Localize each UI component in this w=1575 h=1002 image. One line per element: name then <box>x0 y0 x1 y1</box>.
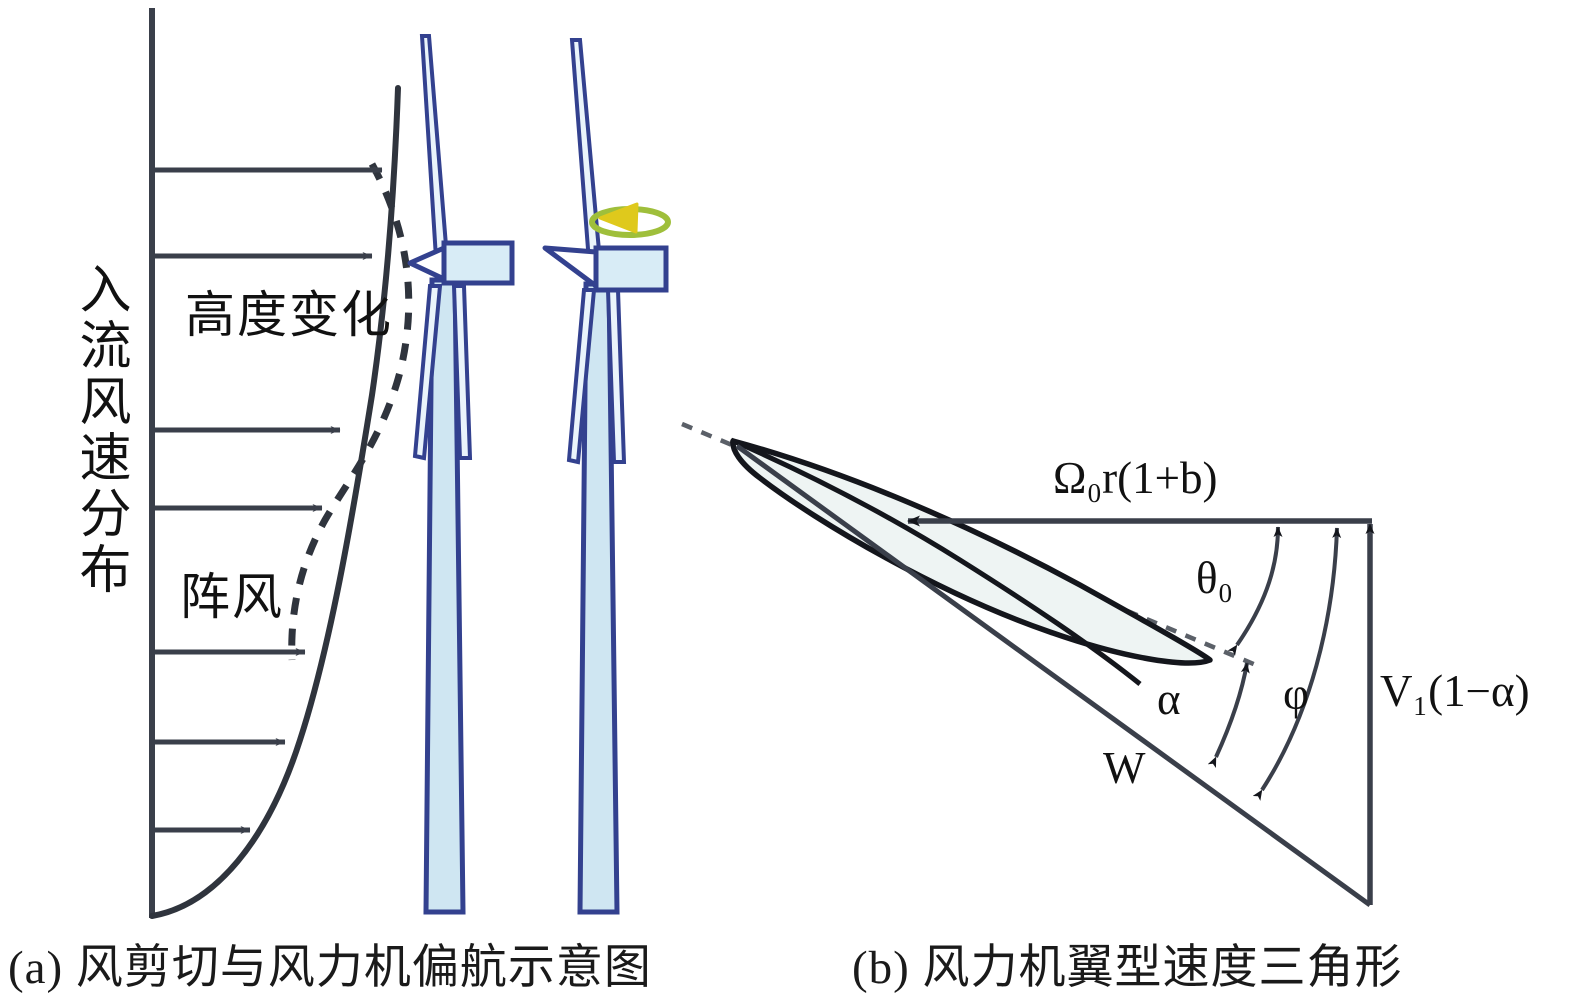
panel-a-group <box>149 8 671 919</box>
turbine-1-blade-lower-right <box>451 284 473 460</box>
wind-shear-profile-curve <box>149 85 401 919</box>
angle-of-attack-label: α <box>1157 674 1181 724</box>
pitch-angle-arc <box>1227 526 1283 656</box>
inflow-profile-label: 入流风速分布 <box>71 262 128 598</box>
caption-panel-a: (a) 风剪切与风力机偏航示意图 <box>8 942 652 994</box>
tangential-velocity-label: Ω₀r(1+b) <box>1053 453 1218 503</box>
relative-velocity-label: W <box>1103 743 1146 793</box>
angle-of-attack-arc <box>1207 662 1250 768</box>
wind-turbine-2 <box>542 38 669 915</box>
gust-profile-curve <box>288 162 413 661</box>
panel-b-group <box>681 421 1375 908</box>
caption-panel-b: (b) 风力机翼型速度三角形 <box>852 942 1403 994</box>
inflow-angle-arc <box>1252 527 1342 801</box>
wind-turbine-1 <box>407 34 515 915</box>
turbine-1-nacelle <box>441 240 515 286</box>
yaw-rotation-indicator <box>589 202 671 238</box>
turbine-1-blade-up <box>419 34 450 260</box>
relative-velocity-line-W <box>735 443 1372 908</box>
height-variation-label: 高度变化 <box>185 287 393 343</box>
turbine-1-blade-lower-left <box>412 284 443 461</box>
turbine-2-blade-lower-left <box>566 288 597 465</box>
turbine-2-nacelle <box>593 245 669 293</box>
yaw-arrow-icon <box>598 202 639 234</box>
axial-velocity-label: V₁(1−α) <box>1380 666 1530 716</box>
inflow-angle-label: φ <box>1283 669 1309 719</box>
gust-label: 阵风 <box>180 569 284 625</box>
turbine-2-hub <box>542 245 599 289</box>
airfoil-upper-surface <box>730 437 1142 686</box>
wind-speed-arrows <box>155 166 383 834</box>
pitch-angle-label: θ₀ <box>1196 553 1234 603</box>
turbine-1-hub <box>407 245 447 282</box>
